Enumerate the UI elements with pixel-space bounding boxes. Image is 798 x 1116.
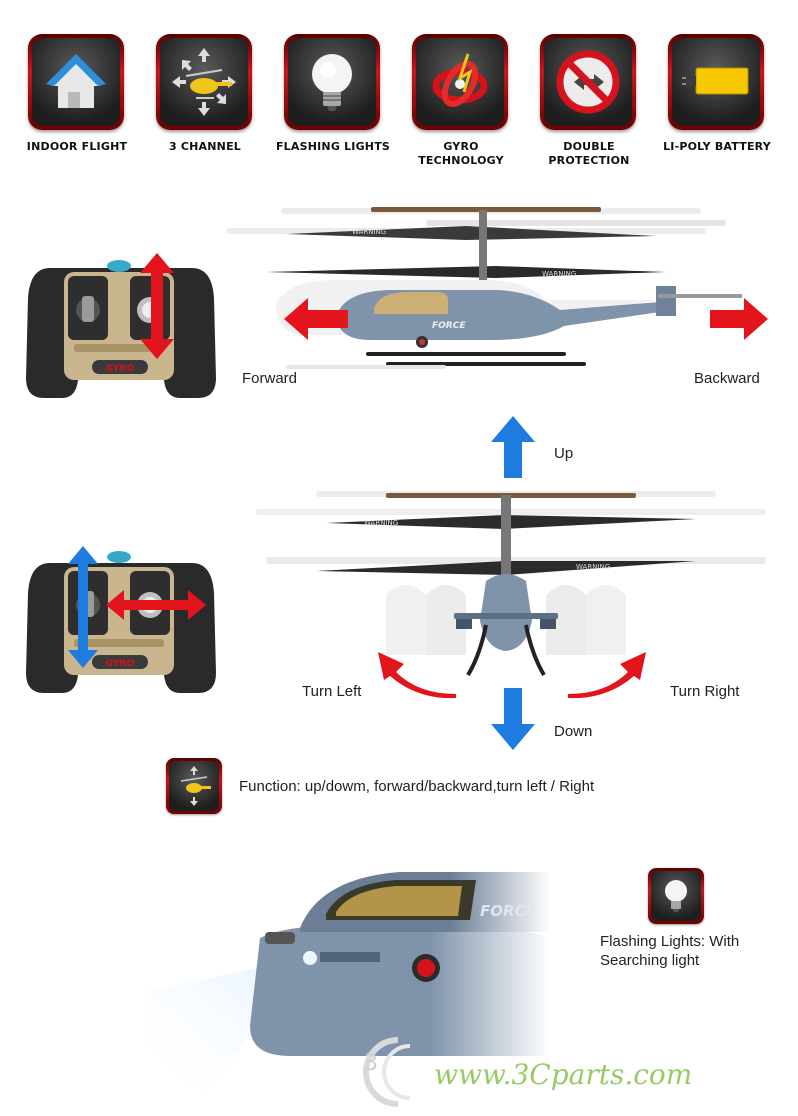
feature-indoor-flight	[28, 34, 126, 134]
feature-label: 3 CHANNEL	[168, 140, 241, 153]
forward-arrow-icon	[284, 298, 348, 340]
rotor-warning-label: WARNING	[364, 519, 398, 527]
cockpit-closeup: FORCE	[150, 872, 550, 1090]
house-icon	[46, 54, 106, 108]
backward-label: Backward	[694, 370, 760, 387]
remote-brand-label: GYRO	[106, 659, 135, 669]
feature-gyro	[412, 34, 510, 134]
flashing-lights-line: Flashing Lights: With	[600, 933, 740, 950]
helicopter-arrows-icon	[180, 766, 211, 806]
turn-right-arrow-icon	[568, 652, 646, 698]
turn-right-label: Turn Right	[670, 683, 740, 700]
forward-label: Forward	[242, 370, 298, 387]
remote-control-forward: GYRO	[26, 260, 216, 398]
down-arrow-icon	[491, 688, 535, 750]
function-description: Function: up/dowm, forward/backward,turn…	[239, 778, 595, 795]
feature-flashing-lights	[284, 34, 382, 134]
rotor-warning-label: WARNING	[542, 270, 576, 278]
turn-left-label: Turn Left	[302, 683, 362, 700]
battery-icon	[682, 67, 749, 95]
throttle-arrow-red-icon	[140, 253, 174, 359]
gyro-icon	[432, 53, 488, 107]
feature-label: FLASHING LIGHTS	[275, 140, 391, 153]
feature-double-protection	[540, 34, 638, 134]
feature-label: DOUBLE PROTECTION	[548, 140, 630, 167]
feature-3-channel	[156, 34, 254, 134]
rotor-warning-label: WARNING	[352, 228, 386, 236]
rudder-arrow-red-icon	[106, 590, 206, 620]
light-bulb-icon	[312, 54, 352, 111]
remote-brand-label: GYRO	[106, 364, 135, 374]
feature-tile	[540, 34, 636, 130]
up-label: Up	[554, 445, 574, 462]
svg-text:3: 3	[364, 1051, 378, 1076]
feature-li-poly-battery	[668, 34, 766, 134]
feature-label: INDOOR FLIGHT	[26, 140, 128, 153]
remote-control-turn: GYRO	[26, 551, 216, 693]
backward-arrow-icon	[710, 298, 768, 340]
helicopter-side-view: WARNING WARNING FORCE	[226, 207, 742, 369]
watermark-text: www.3Cparts.com	[434, 1058, 693, 1091]
feature-tile	[28, 34, 124, 130]
flashing-lights-line: Searching light	[600, 952, 700, 969]
feature-label: LI-POLY BATTERY	[663, 140, 771, 153]
feature-label: GYRO TECHNOLOGY	[418, 140, 504, 167]
throttle-arrow-blue-icon	[68, 546, 98, 668]
flashing-lights-description: Flashing Lights: With Searching light	[600, 932, 739, 970]
feature-tile	[156, 34, 252, 130]
feature-tile	[284, 34, 380, 130]
turn-left-arrow-icon	[378, 652, 456, 698]
up-arrow-icon	[491, 416, 535, 478]
light-bulb-icon	[665, 880, 687, 912]
watermark-logo: 3	[363, 1037, 411, 1107]
body-badge-label: FORCE	[432, 321, 466, 331]
no-sign-icon	[556, 50, 620, 114]
body-badge-label: FORCE	[480, 902, 537, 920]
helicopter-front-view: WARNING WARNING	[256, 491, 766, 677]
feature-tile	[412, 34, 508, 130]
feature-tile	[668, 34, 764, 130]
down-label: Down	[554, 723, 593, 740]
function-icon-tile	[166, 758, 222, 814]
helicopter-arrows-icon	[172, 48, 236, 116]
flashing-light-tile	[648, 868, 704, 924]
rotor-warning-label: WARNING	[576, 563, 610, 571]
